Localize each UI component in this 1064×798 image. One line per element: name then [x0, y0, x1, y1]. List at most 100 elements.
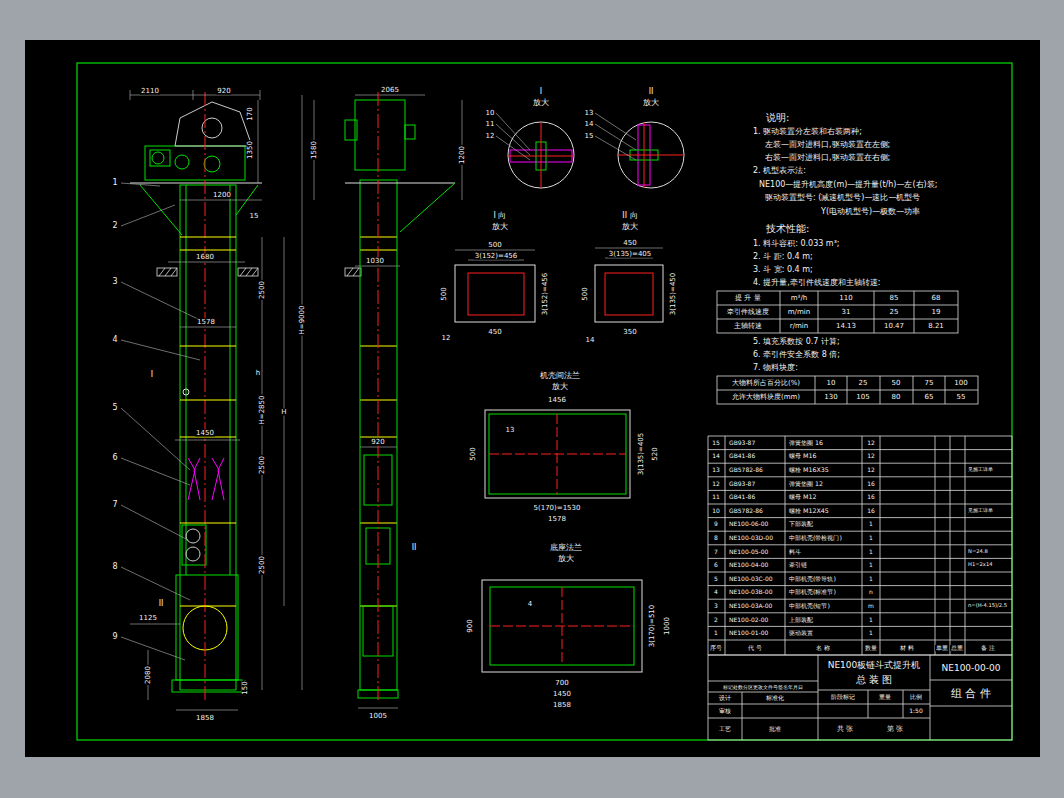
- title-block: [930, 655, 931, 740]
- sheet: [25, 40, 1040, 757]
- annotation-text: 1: [868, 562, 874, 568]
- annotation-text: NE100-01-00: [728, 630, 769, 636]
- title-block: [930, 680, 1012, 681]
- table-grid: [874, 291, 875, 333]
- annotation-text: 总重: [950, 645, 964, 651]
- annotation-text: 1450: [195, 430, 215, 437]
- annotation-text: m: [867, 603, 875, 609]
- annotation-text: 3(170)=510: [649, 604, 656, 649]
- parts-list-grid: [708, 531, 1012, 532]
- annotation-text: 机壳间法兰: [539, 372, 581, 380]
- annotation-text: 上部装配: [788, 616, 814, 622]
- floor-hatch: [157, 268, 361, 276]
- annotation-text: II: [158, 600, 165, 608]
- annotation-text: 2500: [259, 455, 266, 475]
- dimension-line: [260, 90, 261, 100]
- annotation-text: 3(135)=450: [670, 272, 677, 317]
- table-grid: [717, 319, 958, 320]
- parts-list-grid: [725, 436, 726, 655]
- annotation-text: 16: [866, 481, 876, 487]
- parts-list-grid: [708, 436, 1012, 655]
- parts-list-grid: [708, 558, 1012, 559]
- table-grid: [780, 291, 781, 333]
- annotation-text: 说明:: [765, 113, 790, 123]
- annotation-text: 10.47: [883, 323, 905, 330]
- annotation-text: 450: [487, 329, 502, 336]
- annotation-text: 右装—面对进料口,驱动装置在右侧;: [764, 154, 891, 162]
- annotation-text: m³/h: [790, 295, 808, 302]
- annotation-text: 31: [841, 309, 852, 316]
- annotation-text: GB41-86: [728, 494, 756, 500]
- parts-list-grid: [785, 436, 786, 655]
- table-grid: [717, 291, 978, 404]
- annotation-text: 920: [216, 88, 231, 95]
- elevator-side-view: [345, 92, 455, 700]
- annotation-text: 备 注: [980, 645, 996, 651]
- annotation-text: n=(H-4.15)/2.5: [967, 603, 1008, 608]
- annotation-text: 单重: [935, 645, 949, 651]
- dimension-line: [355, 266, 400, 267]
- annotation-text: 13: [505, 427, 516, 434]
- parts-list-grid: [708, 517, 1012, 518]
- annotation-text: I: [539, 88, 543, 96]
- annotation-text: 1680: [195, 254, 215, 261]
- flange-view: [605, 258, 653, 259]
- annotation-text: 序号: [709, 645, 723, 651]
- annotation-text: 螺母 M16: [788, 453, 817, 459]
- annotation-text: 15: [711, 440, 721, 446]
- annotation-text: 大物料所占百分比(%): [731, 380, 801, 387]
- dimension-line: [302, 95, 303, 690]
- annotation-text: NE100-03B-00: [728, 589, 773, 595]
- annotation-text: 170: [247, 106, 254, 121]
- annotation-text: 1578: [547, 516, 567, 523]
- elevator-front-view: [188, 458, 224, 500]
- annotation-text: 1000: [664, 616, 671, 636]
- elevator-side-view: [405, 125, 415, 139]
- dimension-line: [180, 200, 262, 201]
- parts-list-grid: [708, 476, 1012, 477]
- casing-joint: [180, 249, 236, 250]
- dimension-line: [175, 440, 240, 441]
- annotation-text: 审核: [718, 708, 732, 714]
- annotation-text: 提 升 量: [734, 295, 761, 302]
- annotation-text: NE100-03C-00: [728, 576, 774, 582]
- flange-view: [557, 414, 558, 494]
- annotation-text: NE100—提升机高度(m)—提升量(t/h)—左(右)装;: [758, 181, 938, 189]
- elevator-front-view: [176, 575, 238, 680]
- annotation-text: 1: [868, 630, 874, 636]
- elevator-front-view: [140, 185, 182, 235]
- annotation-text: 代 号: [747, 645, 763, 651]
- annotation-text: 15: [249, 213, 260, 220]
- elevator-front-view: [172, 680, 242, 692]
- title-block: [903, 690, 904, 718]
- elevator-front-view: [130, 92, 262, 700]
- annotation-text: 材 料: [899, 645, 915, 651]
- elevator-front-view: [205, 92, 206, 700]
- parts-list-grid: [1012, 436, 1013, 655]
- annotation-text: 16: [866, 508, 876, 514]
- annotation-text: 螺栓 M12X45: [788, 508, 830, 514]
- annotation-text: 1: [868, 535, 874, 541]
- annotation-text: 520: [652, 446, 659, 461]
- annotation-text: 12: [485, 133, 496, 140]
- annotation-text: 68: [931, 295, 942, 302]
- title-block: [708, 655, 1012, 740]
- elevator-front-view: [186, 529, 200, 543]
- floor-hatch: [240, 268, 258, 276]
- annotation-text: 组 合 件: [950, 688, 992, 699]
- annotation-text: 7: [713, 549, 719, 555]
- table-grid: [717, 376, 978, 404]
- annotation-text: NE100-02-00: [728, 617, 769, 623]
- annotation-text: 2: [111, 222, 118, 230]
- annotation-text: 1. 驱动装置分左装和右装两种;: [752, 128, 863, 136]
- elevator-side-view: [355, 100, 405, 170]
- annotation-text: H=9000: [299, 305, 306, 336]
- parts-list-grid: [708, 585, 1012, 586]
- annotation-text: H1=2x14: [967, 563, 994, 568]
- annotation-text: NE100-04-00: [728, 562, 769, 568]
- annotation-text: I 向: [493, 212, 508, 220]
- annotation-text: 中部机壳(带检视门): [788, 535, 843, 541]
- parts-list-grid: [950, 436, 951, 655]
- annotation-text: 1: [868, 549, 874, 555]
